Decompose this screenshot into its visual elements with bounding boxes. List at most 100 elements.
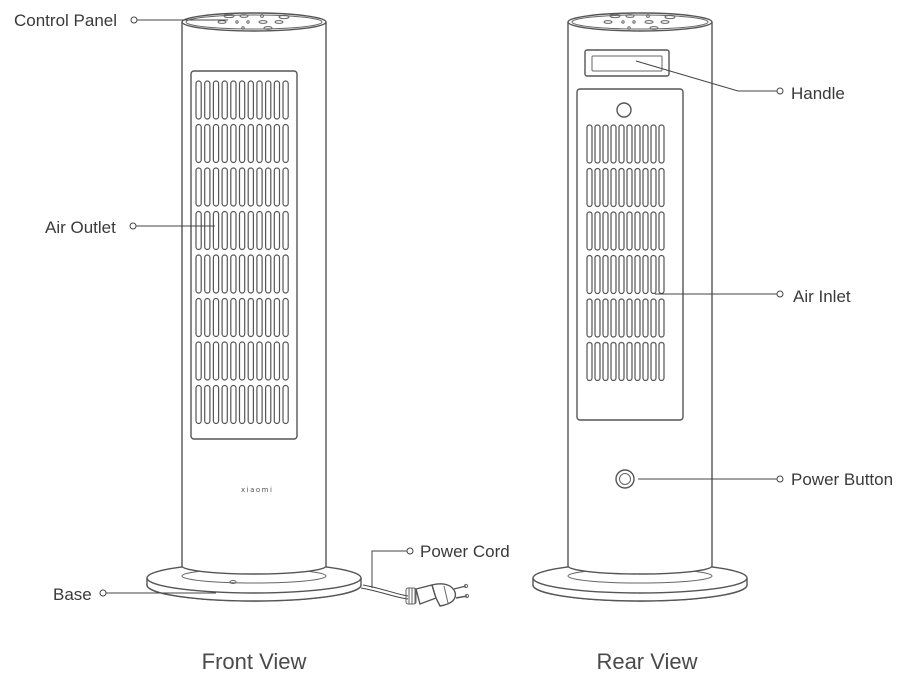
outlet-slot	[273, 341, 281, 381]
outlet-slot	[204, 210, 211, 251]
inlet-slot	[594, 167, 601, 208]
label-handle: Handle	[791, 84, 845, 103]
outlet-slot	[212, 384, 220, 425]
outlet-slot	[247, 210, 254, 251]
callout-control-panel: Control Panel	[14, 11, 228, 30]
outlet-slot	[265, 254, 272, 294]
outlet-slot	[247, 297, 254, 338]
front-brand-logo: xiaomi	[241, 486, 273, 494]
outlet-slot	[238, 341, 246, 381]
outlet-slot	[221, 384, 228, 425]
outlet-slot	[221, 297, 228, 338]
outlet-slot	[238, 384, 246, 425]
outlet-slot	[256, 210, 263, 251]
inlet-slot	[602, 124, 609, 164]
inlet-slot	[650, 341, 657, 382]
outlet-slot	[282, 123, 289, 164]
inlet-slot	[642, 254, 649, 295]
outlet-slot	[230, 384, 237, 425]
outlet-slot	[282, 341, 289, 381]
outlet-slot	[204, 167, 211, 207]
inlet-slot	[634, 211, 641, 251]
outlet-slot	[256, 384, 263, 425]
outlet-slot	[195, 384, 202, 425]
inlet-slot	[610, 211, 617, 251]
outlet-slot	[195, 210, 202, 251]
outlet-slot	[256, 254, 263, 294]
outlet-slot	[282, 80, 289, 120]
outlet-slot	[212, 123, 220, 164]
inlet-slot	[618, 341, 625, 382]
outlet-slot	[282, 297, 289, 338]
outlet-slot	[212, 80, 220, 120]
inlet-slot	[626, 124, 633, 164]
outlet-slot	[273, 384, 281, 425]
inlet-slot	[586, 124, 593, 164]
inlet-slot	[626, 167, 633, 208]
outlet-slot	[247, 167, 254, 207]
outlet-slot	[273, 210, 281, 251]
inlet-slot	[634, 298, 641, 338]
outlet-slot	[282, 254, 289, 294]
inlet-slot	[626, 341, 633, 382]
outlet-slot	[204, 254, 211, 294]
outlet-slot	[230, 341, 237, 381]
label-power-cord: Power Cord	[420, 542, 510, 561]
inlet-slot	[642, 341, 649, 382]
outlet-slot	[221, 210, 228, 251]
inlet-slot	[626, 254, 633, 295]
outlet-slot	[204, 384, 211, 425]
outlet-slot	[265, 123, 272, 164]
callout-handle: Handle	[635, 60, 845, 103]
inlet-slot	[594, 211, 601, 251]
outlet-slot	[256, 123, 263, 164]
callout-power-button: Power Button	[638, 470, 893, 489]
outlet-slot	[212, 210, 220, 251]
outlet-slot	[204, 297, 211, 338]
inlet-slot	[594, 124, 601, 164]
inlet-slot	[642, 211, 649, 251]
label-power-button: Power Button	[791, 470, 893, 489]
outlet-slot	[256, 167, 263, 207]
inlet-slot	[602, 211, 609, 251]
plug	[405, 583, 470, 607]
outlet-slot	[247, 341, 254, 381]
inlet-slot	[642, 167, 649, 208]
inlet-slot	[610, 341, 617, 382]
inlet-slot	[650, 254, 657, 295]
inlet-slot	[594, 341, 601, 382]
inlet-slot	[602, 341, 609, 382]
inlet-slot	[610, 124, 617, 164]
rear-handle	[584, 49, 670, 77]
outlet-slot	[221, 254, 228, 294]
outlet-slot	[247, 254, 254, 294]
outlet-slot	[230, 254, 237, 294]
inlet-slot	[658, 124, 665, 164]
inlet-slot	[602, 254, 609, 295]
outlet-slot	[195, 341, 202, 381]
outlet-slot	[256, 297, 263, 338]
outlet-slot	[230, 80, 237, 120]
outlet-slot	[212, 167, 220, 207]
front-air-outlet-grille	[195, 80, 289, 425]
outlet-slot	[265, 297, 272, 338]
inlet-slot	[618, 124, 625, 164]
inlet-slot	[634, 124, 641, 164]
inlet-slot	[650, 167, 657, 208]
outlet-slot	[204, 341, 211, 381]
outlet-slot	[195, 297, 202, 338]
inlet-slot	[618, 254, 625, 295]
outlet-slot	[265, 384, 272, 425]
outlet-slot	[265, 341, 272, 381]
inlet-slot	[610, 167, 617, 208]
inlet-slot	[586, 254, 593, 295]
rear-screw	[616, 102, 632, 118]
outlet-slot	[221, 167, 228, 207]
outlet-slot	[238, 123, 246, 164]
outlet-slot	[230, 210, 237, 251]
outlet-slot	[273, 167, 281, 207]
inlet-slot	[634, 167, 641, 208]
rear-air-inlet-grille	[586, 124, 665, 382]
outlet-slot	[238, 80, 246, 120]
